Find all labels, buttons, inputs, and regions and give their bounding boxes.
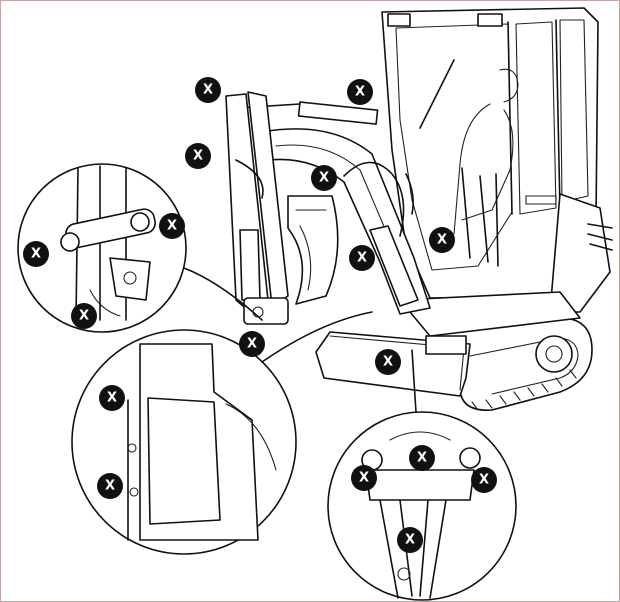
marker-cab-post-top: X: [99, 385, 125, 411]
marker-dot: [71, 303, 97, 329]
marker-dot: [159, 213, 185, 239]
marker-dot: [239, 331, 265, 357]
marker-label: X: [105, 479, 115, 494]
marker-label: X: [437, 233, 447, 248]
cab: [381, 7, 613, 313]
marker-dot: [349, 245, 375, 271]
marker-label: X: [247, 337, 257, 352]
marker-frame-pivot: X: [375, 349, 401, 375]
marker-detail-a-lower: X: [71, 303, 97, 329]
marker-boom-side-fitting: X: [185, 143, 211, 169]
marker-dot: [195, 77, 221, 103]
marker-dipper-pin: X: [311, 165, 337, 191]
marker-dot: [397, 527, 423, 553]
marker-dot: [99, 385, 125, 411]
marker-detail-a-pin-right: X: [159, 213, 185, 239]
marker-label: X: [417, 451, 427, 466]
marker-dot: [429, 227, 455, 253]
marker-label: X: [359, 471, 369, 486]
marker-bucket-link-pin: X: [239, 331, 265, 357]
marker-label: X: [167, 219, 177, 234]
marker-label: X: [383, 355, 393, 370]
marker-boom-cylinder-rod: X: [347, 79, 373, 105]
marker-detail-c-mid: X: [409, 445, 435, 471]
grease-point-markers: X X X X X X X X X X X X X X X X X: [23, 77, 497, 553]
marker-dot: [97, 473, 123, 499]
marker-dot: [347, 79, 373, 105]
marker-detail-b-lower: X: [97, 473, 123, 499]
marker-cab-side-fitting: X: [429, 227, 455, 253]
marker-dot: [409, 445, 435, 471]
marker-label: X: [357, 251, 367, 266]
marker-label: X: [31, 247, 41, 262]
marker-dot: [351, 465, 377, 491]
marker-label: X: [319, 171, 329, 186]
marker-label: X: [193, 149, 203, 164]
marker-label: X: [203, 83, 213, 98]
marker-detail-c-left: X: [351, 465, 377, 491]
marker-detail-c-right: X: [471, 467, 497, 493]
detail-circle-b: [71, 311, 373, 555]
marker-dot: [23, 241, 49, 267]
boom-and-bucket: [225, 91, 431, 325]
undercarriage: [315, 291, 593, 411]
detail-circle-a: [17, 163, 263, 333]
marker-dot: [471, 467, 497, 493]
marker-label: X: [355, 85, 365, 100]
marker-dot: [311, 165, 337, 191]
marker-label: X: [107, 391, 117, 406]
marker-label: X: [405, 533, 415, 548]
detail-circle-c: [327, 349, 517, 601]
marker-label: X: [479, 473, 489, 488]
marker-detail-a-pin-left: X: [23, 241, 49, 267]
marker-label: X: [79, 309, 89, 324]
marker-dot: [375, 349, 401, 375]
marker-dot: [185, 143, 211, 169]
marker-boom-top-pin: X: [195, 77, 221, 103]
marker-swing-cylinder-pin: X: [349, 245, 375, 271]
marker-detail-c-bottom: X: [397, 527, 423, 553]
